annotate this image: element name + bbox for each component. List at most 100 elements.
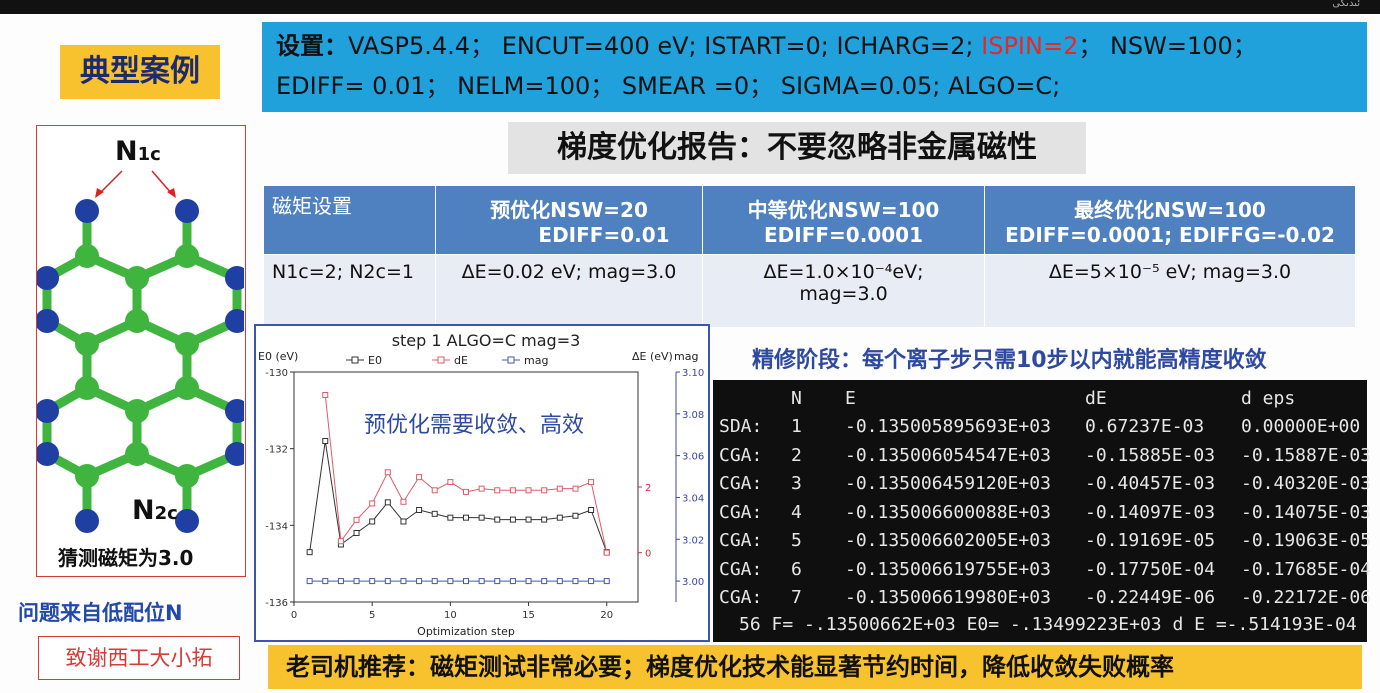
y-right2-tick-label: 3.08 [682,410,704,421]
data-point-mag [509,578,516,585]
terminal-cell: -0.14097E-03 [1085,501,1216,523]
boron-atom [175,332,199,356]
data-point-dE [416,474,423,481]
data-point-dE [525,487,532,494]
n1c-main: N [115,136,138,167]
lattice-structure-image [35,170,249,533]
data-point-mag [494,578,501,585]
boron-atom [175,376,199,400]
boron-atom [125,399,149,423]
data-point-dE [322,392,329,398]
data-point-dE [353,516,360,523]
boron-atom [125,442,149,466]
header-subtext: EDIFF=0.0001 [764,222,923,247]
data-point-dE [431,487,438,494]
data-point-E0 [306,549,313,556]
header-subtext: EDIFF=0.0001; EDIFFG=-0.02 [1005,222,1335,247]
x-tick-label: 5 [369,610,375,621]
data-point-dE [463,488,469,495]
terminal-row: CGA:4-0.135006600088E+03-0.14097E-03-0.1… [713,501,1371,530]
terminal-cell: CGA: [719,530,763,551]
data-point-E0 [509,516,516,523]
data-point-mag [431,578,438,585]
data-point-E0 [431,510,438,517]
terminal-cell: 1 [791,416,802,437]
header-text: 中等优化NSW=100 [747,197,940,222]
terminal-cell: 7 [791,587,802,608]
data-point-E0 [478,514,485,521]
terminal-row: CGA:6-0.135006619755E+03-0.17750E-04-0.1… [713,559,1371,587]
table-header-cell: 磁矩设置 [263,185,436,255]
terminal-cell: -0.40457E-03 [1085,473,1216,494]
arrow-head-icon [167,188,176,198]
data-point-dE [369,500,376,507]
data-point-mag [337,578,344,585]
chart-title: step 1 ALGO=C mag=3 [392,331,581,350]
data-point-E0 [447,514,454,521]
terminal-cell: -0.17685E-04 [1241,558,1372,580]
settings-box: 设置：VASP5.4.4； ENCUT=400 eV; ISTART=0; IC… [262,22,1367,112]
boron-atom [175,244,199,268]
legend-label: mag [524,354,548,367]
terminal-cell: 3 [791,473,802,494]
terminal-cell: 5 [791,530,802,551]
nitrogen-atom [75,199,99,223]
terminal-cell: -0.22449E-06 [1085,587,1216,608]
data-point-E0 [400,518,407,525]
data-point-E0 [588,507,595,513]
data-point-mag [463,578,469,585]
data-point-E0 [416,507,423,513]
terminal-cell: -0.19063E-05 [1241,530,1372,551]
settings-line1-a: VASP5.4.4； ENCUT=400 eV; ISTART=0; ICHAR… [348,32,982,60]
data-point-dE [384,469,391,476]
terminal-row: CGA:3-0.135006459120E+03-0.40457E-03-0.4… [713,473,1371,501]
cell-subtext: mag=3.0 [799,283,888,305]
terminal-cell: 4 [791,501,802,523]
data-point-mag [603,578,610,585]
y-left-tick-label: -134 [265,521,288,532]
legend-label: E0 [368,354,382,367]
data-point-dE [588,479,595,486]
data-point-E0 [494,516,501,523]
data-point-mag [588,578,595,585]
terminal-row: CGA:2-0.135006054547E+03-0.15885E-03-0.1… [713,444,1371,473]
n2c-sub: 2c [154,503,178,524]
n2c-main: N [132,495,155,526]
legend-marker [351,356,359,364]
boron-atom [75,464,99,488]
data-point-mag [369,578,376,585]
data-point-dE [447,479,454,486]
data-point-E0 [541,516,548,523]
data-point-dE [337,538,344,545]
terminal-cell: -0.22172E-06 [1241,587,1372,608]
y-left-label: E0 (eV) [258,350,298,363]
boron-atom [175,464,199,488]
case-title: 典型案例 [60,45,220,99]
data-point-E0 [525,516,532,523]
y-right2-label: mag [674,350,698,363]
low-coordination-note: 问题来自低配位N [18,601,183,625]
data-point-E0 [556,514,563,521]
table-cell: ΔE=5×10⁻⁵ eV; mag=3.0 [984,254,1356,328]
boron-atom [75,244,99,268]
structure-panel [35,125,249,577]
y-left-tick-label: -136 [265,598,288,609]
terminal-row: CGA:7-0.135006619980E+03-0.22449E-06-0.2… [713,587,1371,615]
header-text: 最终优化NSW=100 [1074,197,1266,222]
nitrogen-atom [35,442,59,466]
chart-note: 预优化需要收敛、高效 [364,413,585,438]
terminal-cell: CGA: [719,444,763,466]
data-point-dE [478,485,485,492]
data-point-mag [322,578,329,585]
terminal-cell: SDA: [719,416,763,437]
terminal-cell: -0.135005895693E+03 [845,416,1051,437]
terminal-cell: CGA: [719,473,763,494]
data-point-mag [572,578,579,585]
terminal-cell: N [791,388,802,409]
y-right1-tick-label: 2 [645,483,651,494]
